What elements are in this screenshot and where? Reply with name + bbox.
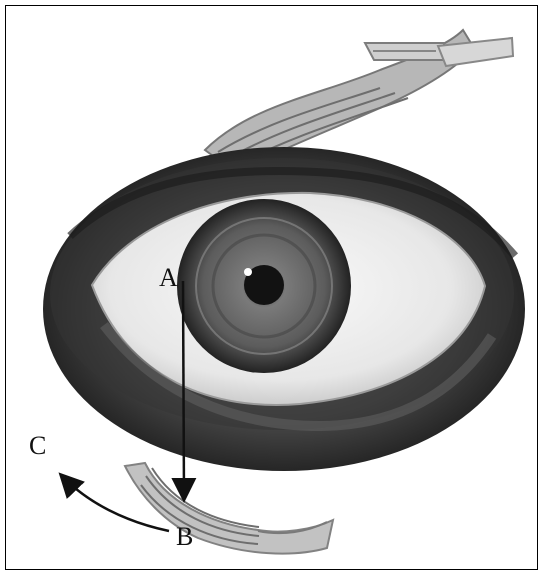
label-c: C <box>29 431 46 460</box>
label-b: B <box>176 522 193 551</box>
highlight-dot <box>244 268 252 276</box>
arrow-a-to-b <box>183 281 184 498</box>
lower-muscle <box>125 463 333 554</box>
label-a: A <box>159 263 178 292</box>
